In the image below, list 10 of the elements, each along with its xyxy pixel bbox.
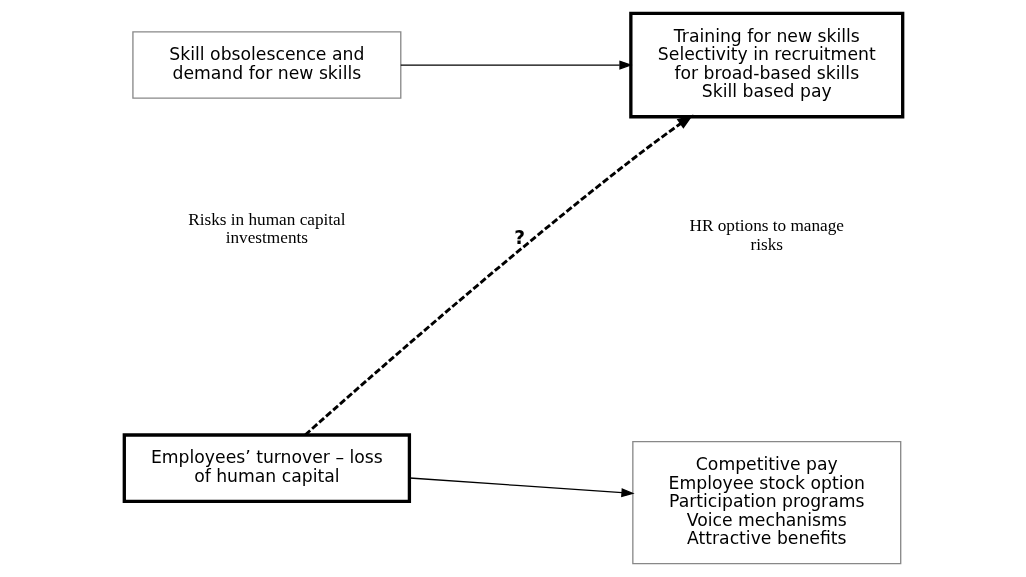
node-box: Skill obsolescence and demand for new skills (131, 31, 401, 99)
node-box: Competitive pay Employee stock option Participation programs Voice mechanisms Attractive benefits (631, 441, 901, 565)
arrow (399, 60, 633, 70)
arrow (408, 477, 635, 498)
label: Risks in human capital investments (187, 209, 346, 248)
arrow (303, 114, 693, 436)
node-box: Training for new skills Selectivity in recruitment for broad-based skills Skill based pay (628, 11, 904, 119)
edge-label: ? (513, 227, 525, 249)
node-box: Employees’ turnover – loss of human capital (122, 433, 411, 503)
label: HR options to manage risks (689, 216, 844, 254)
